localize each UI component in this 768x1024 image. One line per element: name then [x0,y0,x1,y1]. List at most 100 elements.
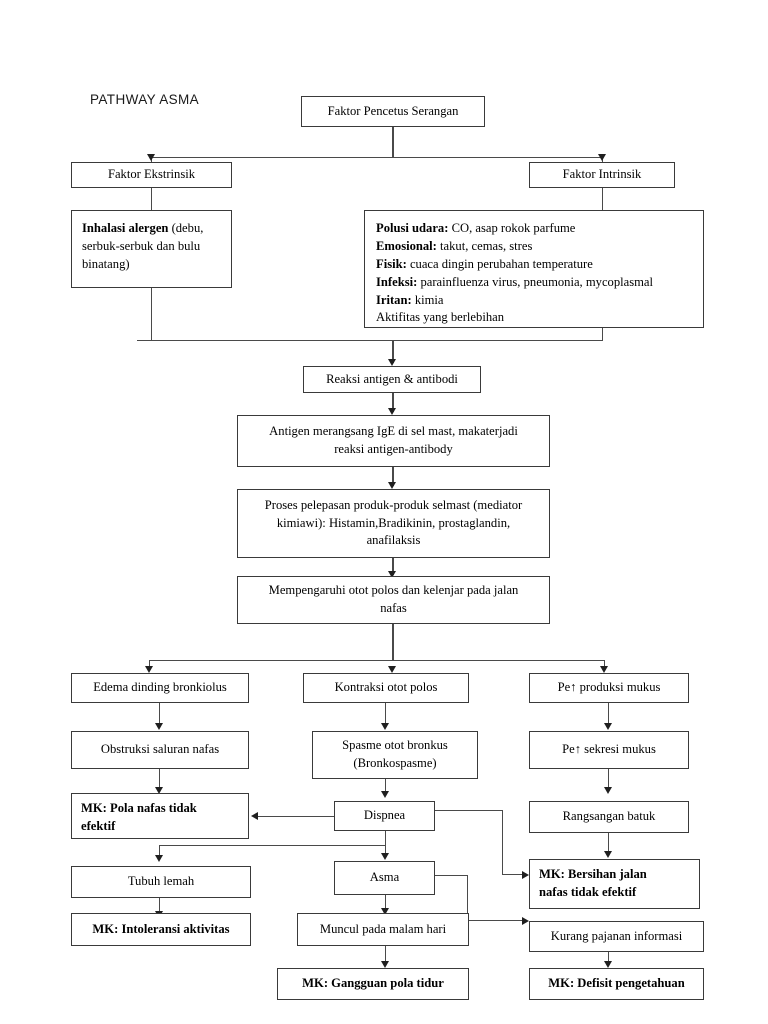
proses-line-1: Proses pelepasan produk-produk selmast (… [264,497,523,512]
node-kontraksi-otot-polos[interactable]: Kontraksi otot polos [303,673,469,703]
intrinsic-factor-line: Emosional: takut, cemas, stres [376,238,692,256]
node-mk-intoleransi-aktivitas[interactable]: MK: Intoleransi aktivitas [71,913,251,946]
page-title: PATHWAY ASMA [90,92,200,107]
inhalasi-alergen-label: Inhalasi alergen [82,221,169,235]
intrinsic-factor-label: Fisik: [376,256,407,271]
spasme-line-2: (Bronkospasme) [353,756,437,770]
connector-muncul-down [385,946,387,965]
node-peningkatan-sekresi-mukus[interactable]: Pe↑ sekresi mukus [529,731,689,769]
node-peningkatan-produksi-mukus[interactable]: Pe↑ produksi mukus [529,673,689,703]
intrinsic-factor-text: Aktifitas yang berlebihan [376,310,504,325]
intrinsic-factor-text: kimia [411,292,444,307]
inhalasi-alergen-text: (debu, serbuk-serbuk dan bulu binatang) [82,221,204,271]
node-mk-defisit-pengetahuan[interactable]: MK: Defisit pengetahuan [529,968,704,1000]
arrow-to-reaksi [388,359,396,366]
connector-antigen-down [392,467,394,486]
node-proses-pelepasan-mediator[interactable]: Proses pelepasan produk-produk selmast (… [237,489,550,558]
arrow-to-mk-pola-nafas [155,787,163,794]
node-kurang-pajanan-informasi[interactable]: Kurang pajanan informasi [529,921,704,952]
arrow-to-mk-gangguan-tidur [381,961,389,968]
node-mk-gangguan-pola-tidur[interactable]: MK: Gangguan pola tidur [277,968,469,1000]
arrow-to-edema [145,666,153,673]
connector-bus-to-tubuh-lemah [159,845,385,847]
connector-branch-left [149,660,151,670]
intrinsic-factor-label: Polusi udara: [376,221,449,235]
node-inhalasi-alergen[interactable]: Inhalasi alergen (debu, serbuk-serbuk da… [71,210,232,288]
connector-tubuh-lemah-down [159,898,161,915]
node-muncul-pada-malam-hari[interactable]: Muncul pada malam hari [297,913,469,946]
intrinsic-factor-text: parainfluenza virus, pneumonia, mycoplas… [417,274,654,289]
mempengaruhi-line-2: nafas [380,601,407,615]
arrow-rangsangan-to-bersihan [604,851,612,858]
connector-produksi-down [608,703,610,727]
arrow-to-asma [381,853,389,860]
connector-dispnea-right [435,810,503,812]
connector-ekstrinsik-down [151,188,153,210]
node-faktor-intrinsik[interactable]: Faktor Intrinsik [529,162,675,188]
arrow-to-muncul-malam [381,908,389,915]
arrow-to-rangsangan-batuk [604,787,612,794]
connector-edema-down [159,703,161,727]
connector-proses-down [392,558,394,575]
intrinsic-factor-label: Infeksi: [376,274,418,289]
intrinsic-factor-text: cuaca dingin perubahan temperature [406,256,593,271]
node-mempengaruhi-otot-polos[interactable]: Mempengaruhi otot polos dan kelenjar pad… [237,576,550,624]
intrinsic-factor-line: Iritan: kimia [376,292,692,310]
connector-mempengaruhi-stem [392,624,394,661]
connector-obstruksi-down [159,769,161,791]
arrow-to-sekresi [604,723,612,730]
arrow-to-obstruksi [155,723,163,730]
connector-trigger-stem [392,127,394,158]
connector-asma-down [385,895,387,912]
mk-pola-line-1: MK: Pola nafas tidak [81,801,197,815]
connector-three-way-bus [149,660,605,662]
mk-bersihan-line-1: MK: Bersihan jalan [539,867,647,881]
intrinsic-factor-line: Aktifitas yang berlebihan [376,309,692,327]
node-dispnea[interactable]: Dispnea [334,801,435,831]
connector-dispnea-to-asma [385,831,387,857]
node-faktor-ekstrinsik[interactable]: Faktor Ekstrinsik [71,162,232,188]
node-asma[interactable]: Asma [334,861,435,895]
intrinsic-factor-line: Polusi udara: CO, asap rokok parfume [376,220,692,238]
connector-intrinsik-down [602,188,604,210]
connector-kontraksi-down [385,703,387,727]
arrow-to-kontraksi [388,666,396,673]
node-reaksi-antigen-antibodi[interactable]: Reaksi antigen & antibodi [303,366,481,393]
connector-inhalasi-down [151,288,153,341]
connector-dispnea-down [502,810,504,875]
connector-trigger-bus [151,157,603,159]
connector-dispnea-into-bersihan [502,874,523,876]
connector-intrinsik-detail-down [602,328,604,341]
connector-asma-into-kurang-pajanan [467,920,523,922]
connector-asma-right [435,875,468,877]
arrow-to-mk-bersihan [522,871,529,879]
intrinsic-factor-line: Infeksi: parainfluenza virus, pneumonia,… [376,274,692,292]
arrow-to-faktor-intrinsik [598,154,606,161]
antigen-line-2: reaksi antigen-antibody [334,442,453,456]
arrow-to-faktor-ekstrinsik [147,154,155,161]
node-tubuh-lemah[interactable]: Tubuh lemah [71,866,251,898]
mk-bersihan-line-2: nafas tidak efektif [539,884,637,899]
node-obstruksi-saluran-nafas[interactable]: Obstruksi saluran nafas [71,731,249,769]
node-spasme-otot-bronkus[interactable]: Spasme otot bronkus (Bronkospasme) [312,731,478,779]
node-edema-dinding-bronkiolus[interactable]: Edema dinding bronkiolus [71,673,249,703]
connector-tubuh-lemah-drop [159,845,161,859]
connector-dispnea-to-mk-pola [257,815,334,817]
arrow-to-antigen-merangsang [388,408,396,415]
node-faktor-pencetus-serangan[interactable]: Faktor Pencetus Serangan [301,96,485,127]
connector-branch-right [604,660,606,670]
node-mk-pola-nafas-tidak-efektif[interactable]: MK: Pola nafas tidak efektif [71,793,249,839]
spasme-line-1: Spasme otot bronkus [342,738,448,753]
node-mk-bersihan-jalan-nafas[interactable]: MK: Bersihan jalan nafas tidak efektif [529,859,700,909]
intrinsic-factor-text: CO, asap rokok parfume [448,221,576,235]
connector-reaksi-down [392,393,394,412]
arrow-to-mempengaruhi [388,571,396,578]
arrow-to-mk-defisit [604,961,612,968]
connector-intrinsik-across [392,340,603,342]
node-rangsangan-batuk[interactable]: Rangsangan batuk [529,801,689,833]
node-antigen-merangsang-ige[interactable]: Antigen merangsang IgE di sel mast, maka… [237,415,550,467]
arrow-to-produksi-mukus [600,666,608,673]
mk-pola-line-2: efektif [81,818,116,833]
